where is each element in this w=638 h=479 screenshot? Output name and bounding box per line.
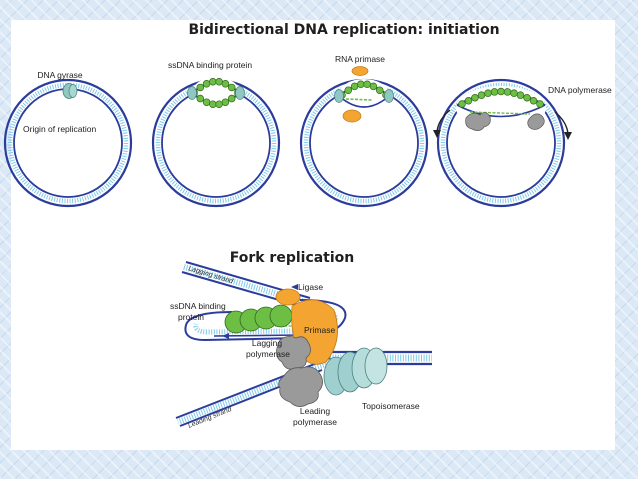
plasmid-origin — [5, 80, 131, 206]
fork-title: Fork replication — [230, 250, 355, 266]
ssb-bead — [215, 100, 223, 108]
ssb-bead — [503, 88, 512, 96]
ssb-bead — [202, 98, 211, 106]
ssb-bead — [350, 82, 359, 91]
ssb-bead — [484, 89, 492, 97]
leading-polymerase-label-2: polymerase — [293, 417, 337, 427]
ssb-bead — [458, 100, 466, 108]
ssb-bead — [215, 78, 223, 86]
primase-bubble — [334, 79, 394, 113]
left-arrow-head — [433, 130, 441, 138]
topoisomerase-icon — [323, 347, 388, 396]
ssdna-binding-fork-label: ssDNA binding — [170, 301, 226, 311]
ssb-bead — [221, 80, 230, 88]
ssb-bead — [523, 93, 531, 102]
ssb-bead — [375, 86, 384, 94]
initiation-title: Bidirectional DNA replication: initiatio… — [188, 22, 499, 38]
ssb-bead — [196, 94, 205, 103]
ssb-bead — [209, 100, 217, 108]
ssb-bubble — [187, 77, 245, 109]
ssb-bead — [471, 93, 479, 102]
ssb-bead — [196, 83, 205, 92]
origin-label: Origin of replication — [23, 124, 97, 134]
lagging-polymerase-label: Lagging — [252, 338, 283, 348]
ssb-bead — [510, 89, 518, 97]
ligase-icon — [275, 288, 301, 306]
rna-primase-bottom-icon — [342, 109, 362, 123]
ssb-bead — [516, 91, 525, 99]
ssb-bead — [369, 82, 378, 91]
ssb-bead — [536, 100, 544, 108]
ssb-protein-icon — [224, 304, 293, 334]
rna-primase-label: RNA primase — [335, 54, 385, 64]
ssb-bead — [344, 86, 353, 94]
ssb-bead — [227, 94, 236, 103]
topoisomerase-label: Topoisomerase — [362, 401, 420, 411]
right-arrow-head — [564, 132, 572, 140]
dna-gyrase-label: DNA gyrase — [37, 70, 83, 80]
ssdna-binding-fork-label-2: protein — [178, 312, 204, 322]
lagging-polymerase-label-2: polymerase — [246, 349, 290, 359]
ssb-bead — [490, 88, 499, 96]
ssb-bead — [464, 97, 473, 105]
dna-polymerase-icon — [465, 112, 545, 131]
ssb-bead — [497, 87, 505, 96]
dna-polymerase-label: DNA polymerase — [548, 85, 612, 95]
leading-polymerase-icon — [278, 366, 323, 407]
ssb-bead — [357, 80, 365, 89]
ssb-bead — [209, 78, 217, 86]
ssb-bead — [227, 83, 236, 92]
leading-strand-label: Leading strand — [187, 406, 234, 430]
ssb-bead — [529, 97, 538, 105]
ligase-label: Ligase — [298, 282, 323, 292]
ssb-bead — [202, 80, 211, 88]
leading-polymerase-label: Leading — [300, 406, 331, 416]
ssb-bead — [363, 80, 371, 89]
primase-label: Primase — [304, 325, 335, 335]
dna-gyrase-icon — [62, 83, 78, 99]
ssb-bead — [221, 98, 230, 106]
ssdna-binding-label: ssDNA binding protein — [168, 60, 252, 70]
rna-primase-top-icon — [351, 66, 369, 76]
lagging-polymerase-icon — [276, 336, 311, 370]
ssb-bead — [477, 91, 486, 99]
